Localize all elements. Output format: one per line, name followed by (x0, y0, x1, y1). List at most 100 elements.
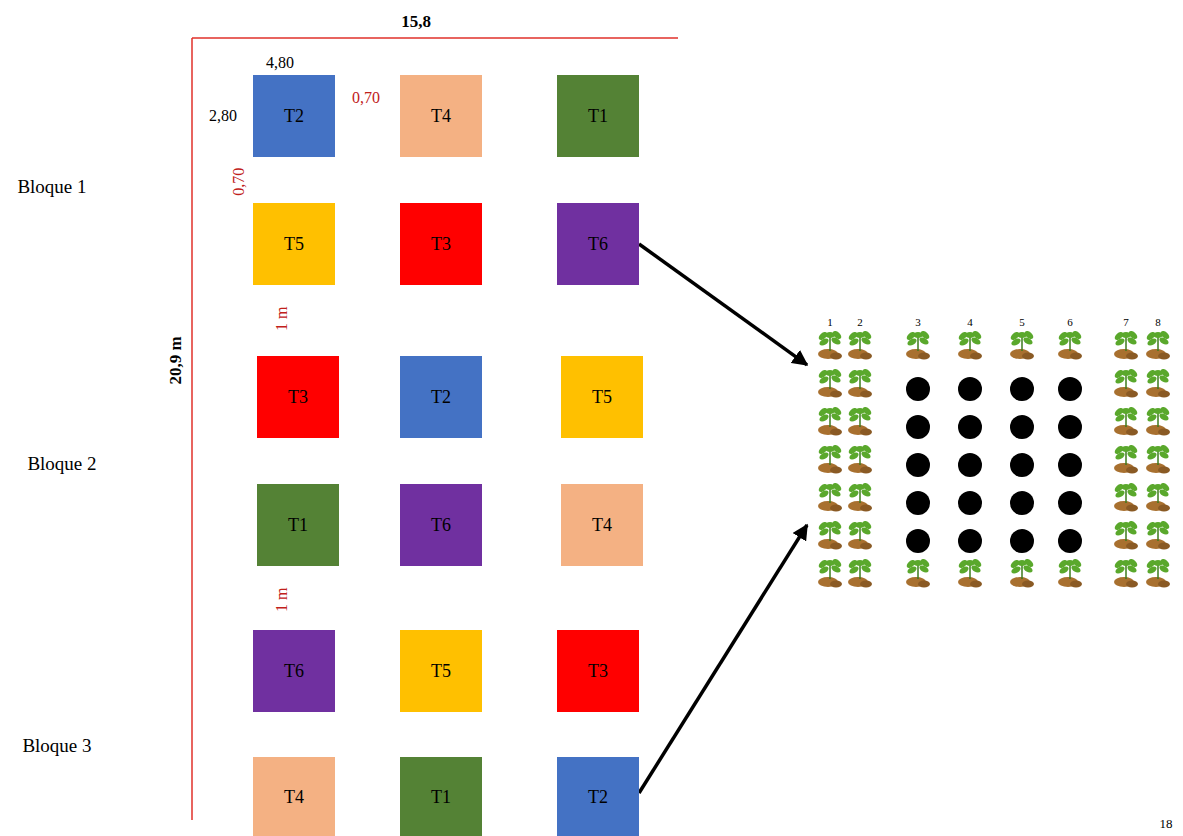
treatment-label: T4 (431, 106, 451, 127)
potato-plant (1145, 405, 1171, 435)
planting-dot (958, 491, 982, 515)
treatment-label: T6 (431, 515, 451, 536)
treatment-plot: T4 (253, 757, 335, 836)
dimension-label: 4,80 (266, 54, 294, 72)
planting-dot (1058, 377, 1082, 401)
treatment-plot: T6 (253, 630, 335, 712)
width-dimension-line (192, 37, 678, 39)
treatment-label: T3 (588, 661, 608, 682)
dimension-label: 1 m (273, 307, 291, 331)
page-number: 18 (1160, 817, 1173, 831)
treatment-plot: T1 (257, 484, 339, 566)
potato-plant (957, 557, 983, 587)
treatment-plot: T1 (557, 75, 639, 157)
column-number: 7 (1123, 316, 1129, 328)
potato-plant (847, 519, 873, 549)
potato-plant (1113, 557, 1139, 587)
potato-plant (847, 405, 873, 435)
potato-plant (817, 519, 843, 549)
potato-plant (1057, 329, 1083, 359)
column-number: 4 (967, 316, 973, 328)
potato-plant (817, 405, 843, 435)
planting-dot (958, 377, 982, 401)
treatment-label: T2 (284, 106, 304, 127)
potato-plant (817, 443, 843, 473)
treatment-plot: T6 (400, 484, 482, 566)
treatment-label: T6 (588, 234, 608, 255)
potato-plant (847, 481, 873, 511)
treatment-plot: T2 (400, 356, 482, 438)
treatment-plot: T4 (400, 75, 482, 157)
treatment-label: T2 (431, 387, 451, 408)
planting-dot (1058, 529, 1082, 553)
column-number: 3 (915, 316, 921, 328)
planting-dot (906, 491, 930, 515)
planting-dot (1010, 529, 1034, 553)
length-dimension-line (191, 38, 193, 820)
detail-arrow (639, 244, 807, 365)
block-label: Bloque 2 (27, 454, 96, 475)
potato-plant (817, 329, 843, 359)
planting-dot (1010, 491, 1034, 515)
dimension-label: 20,9 m (167, 336, 186, 384)
planting-dot (958, 415, 982, 439)
treatment-label: T5 (592, 387, 612, 408)
treatment-plot: T4 (561, 484, 643, 566)
potato-plant (1009, 329, 1035, 359)
treatment-label: T6 (284, 661, 304, 682)
column-number: 5 (1019, 316, 1025, 328)
potato-plant (1145, 557, 1171, 587)
treatment-plot: T6 (557, 203, 639, 285)
detail-arrow (639, 525, 807, 793)
treatment-label: T2 (588, 787, 608, 808)
potato-plant (1145, 481, 1171, 511)
treatment-plot: T3 (257, 356, 339, 438)
potato-plant (1113, 481, 1139, 511)
dimension-label: 15,8 (401, 13, 431, 32)
potato-plant (1145, 367, 1171, 397)
column-number: 1 (827, 316, 833, 328)
potato-plant (1113, 519, 1139, 549)
dimension-label: 1 m (273, 588, 291, 612)
potato-plant (847, 557, 873, 587)
treatment-label: T3 (431, 234, 451, 255)
treatment-label: T1 (431, 787, 451, 808)
treatment-plot: T5 (253, 203, 335, 285)
potato-plant (1113, 329, 1139, 359)
dimension-label: 0,70 (352, 89, 380, 107)
potato-plant (1113, 367, 1139, 397)
potato-plant (1113, 405, 1139, 435)
treatment-label: T3 (288, 387, 308, 408)
treatment-plot: T2 (557, 757, 639, 836)
column-number: 2 (857, 316, 863, 328)
planting-dot (958, 453, 982, 477)
block-label: Bloque 1 (17, 177, 86, 198)
potato-plant (817, 557, 843, 587)
plot-detail: 12345678 (808, 312, 1176, 612)
planting-dot (1010, 377, 1034, 401)
potato-plant (817, 367, 843, 397)
treatment-label: T1 (288, 515, 308, 536)
planting-dot (906, 529, 930, 553)
planting-dot (1058, 453, 1082, 477)
dimension-label: 0,70 (230, 168, 248, 196)
potato-plant (905, 557, 931, 587)
potato-plant (1009, 557, 1035, 587)
treatment-label: T4 (592, 515, 612, 536)
treatment-label: T5 (431, 661, 451, 682)
planting-dot (1010, 453, 1034, 477)
potato-plant (847, 367, 873, 397)
treatment-plot: T5 (400, 630, 482, 712)
treatment-plot: T3 (557, 630, 639, 712)
planting-dot (1058, 415, 1082, 439)
planting-dot (906, 415, 930, 439)
planting-dot (958, 529, 982, 553)
treatment-plot: T1 (400, 757, 482, 836)
dimension-label: 2,80 (209, 107, 237, 125)
column-number: 8 (1155, 316, 1161, 328)
potato-plant (1145, 519, 1171, 549)
treatment-plot: T2 (253, 75, 335, 157)
planting-dot (1010, 415, 1034, 439)
treatment-plot: T3 (400, 203, 482, 285)
potato-plant (1145, 329, 1171, 359)
